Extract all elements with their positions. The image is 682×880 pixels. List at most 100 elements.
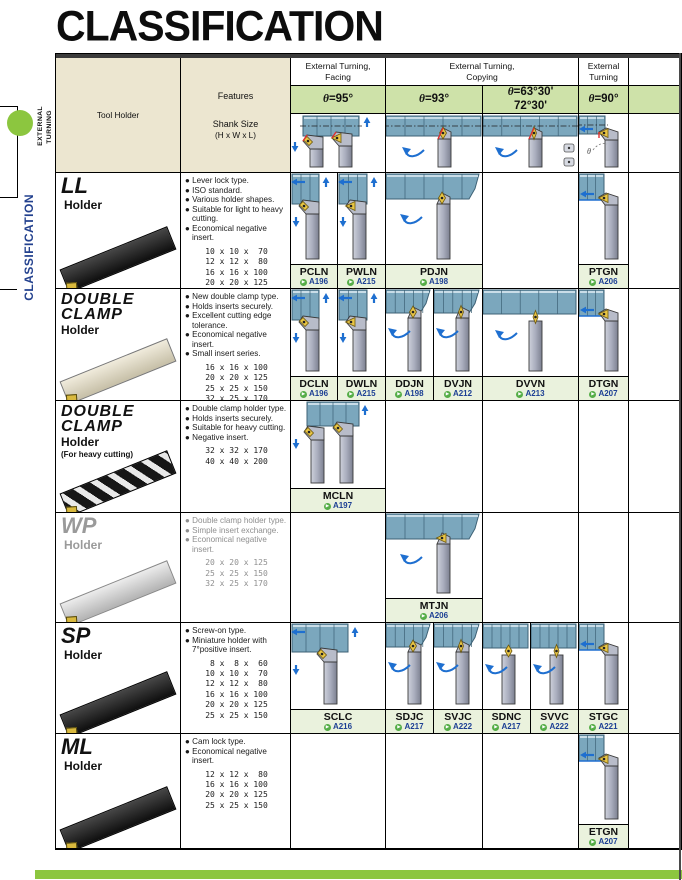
page-number-dvvn: A213: [525, 389, 545, 399]
features-cell-dch: ● Double clamp holder type.● Holds inser…: [181, 401, 291, 513]
page-number-svjc: A222: [452, 722, 473, 732]
page-ref-stgc[interactable]: ▶A221: [589, 723, 618, 731]
angle-header-1: θ=93°: [386, 86, 483, 114]
shank-sizes-dch: 32 x 32 x 170 40 x 40 x 200: [205, 446, 268, 466]
product-code-ddjn: DDJN: [395, 377, 424, 390]
page-ref-sclc[interactable]: ▶A216: [323, 722, 353, 732]
link-arrow-icon: ▶: [589, 723, 597, 731]
page-number-etgn: A207: [598, 837, 618, 847]
page-number-pwln: A215: [356, 277, 376, 287]
page-number-mcln: A197: [332, 501, 353, 511]
page-number-pdjn: A198: [428, 277, 449, 287]
product-strip-pwln: PWLN▶A215: [338, 264, 385, 288]
page-number-mtjn: A206: [428, 611, 449, 621]
page-ref-dvjn[interactable]: ▶A212: [443, 389, 473, 399]
product-strip-dvvn: DVVN▶A213: [483, 376, 578, 400]
insert-chip-icon: [65, 727, 78, 733]
page-ref-dvvn[interactable]: ▶A213: [516, 389, 545, 399]
product-strip-svvc: SVVC▶A222: [531, 709, 578, 733]
page-ref-sdjc[interactable]: ▶A217: [395, 723, 424, 731]
holder-photo-dc: [59, 338, 177, 400]
product-strip-etgn: ETGN▶A207: [579, 824, 628, 848]
product-code-mtjn: MTJN: [419, 599, 449, 612]
page-ref-ddjn[interactable]: ▶A198: [395, 390, 424, 398]
empty-cell-wp-0: [291, 513, 386, 623]
empty-cell-dch-0: [386, 401, 483, 513]
table-top-bar: [56, 54, 681, 58]
empty-cell-ll-1: [629, 173, 681, 289]
page-ref-pwln[interactable]: ▶A215: [347, 277, 376, 287]
product-cell-sclc: SCLC▶A216: [291, 623, 386, 734]
product-cell-sdnc: SDNC▶A217: [483, 623, 531, 734]
product-code-pwln: PWLN: [346, 265, 377, 278]
page-ref-svvc[interactable]: ▶A222: [540, 723, 569, 731]
product-code-svvc: SVVC: [540, 710, 569, 723]
product-cell-pcln: PCLN▶A196: [291, 173, 338, 289]
shank-size-header-label: Shank Size: [212, 118, 259, 129]
product-strip-pcln: PCLN▶A196: [291, 264, 337, 288]
page-ref-pdjn[interactable]: ▶A198: [419, 277, 449, 287]
product-strip-dvjn: DVJN▶A212: [434, 376, 482, 400]
page-ref-ptgn[interactable]: ▶A206: [589, 278, 618, 286]
diagram-stgc: [579, 623, 628, 711]
page-edge-line: [679, 53, 681, 880]
diagram-svvc: [531, 623, 578, 711]
holder-photo-ll: [59, 226, 177, 288]
product-code-mcln: MCLN: [322, 489, 354, 502]
margin-tab-line: [17, 106, 18, 198]
page-ref-etgn[interactable]: ▶A207: [589, 837, 618, 847]
page-ref-mtjn[interactable]: ▶A206: [419, 611, 449, 621]
page-ref-mcln[interactable]: ▶A197: [323, 501, 353, 511]
features-cell-ll: ● Lever lock type.● ISO standard.● Vario…: [181, 173, 291, 289]
page-ref-dtgn[interactable]: ▶A207: [589, 390, 618, 398]
link-arrow-icon: ▶: [540, 723, 548, 731]
shank-sizes-wp: 20 x 20 x 125 25 x 25 x 150 32 x 25 x 17…: [205, 558, 268, 588]
product-code-sdjc: SDJC: [395, 710, 424, 723]
product-code-sdnc: SDNC: [491, 710, 522, 723]
page-ref-svjc[interactable]: ▶A222: [443, 722, 473, 732]
product-cell-ddjn: DDJN▶A198: [386, 289, 434, 401]
insert-chip-icon: [65, 842, 78, 848]
product-strip-svjc: SVJC▶A222: [434, 709, 482, 733]
diagram-etgn: [579, 734, 628, 826]
insert-chip-icon: [65, 282, 78, 288]
page-number-dvjn: A212: [452, 389, 473, 399]
sidebar-classification-label: CLASSIFICATION: [22, 194, 36, 301]
product-code-dcln: DCLN: [299, 377, 329, 390]
product-cell-dvvn: DVVN▶A213: [483, 289, 579, 401]
product-cell-stgc: STGC▶A221: [579, 623, 629, 734]
product-cell-sdjc: SDJC▶A217: [386, 623, 434, 734]
page-ref-dcln[interactable]: ▶A196: [299, 389, 329, 399]
page-ref-pcln[interactable]: ▶A196: [299, 278, 328, 286]
product-strip-mcln: MCLN▶A197: [291, 488, 385, 512]
link-arrow-icon: ▶: [347, 390, 355, 398]
page-ref-dwln[interactable]: ▶A215: [347, 389, 376, 399]
features-list-ml: ● Cam lock type.● Economical negative in…: [185, 737, 268, 810]
product-strip-stgc: STGC▶A221: [579, 709, 628, 733]
page-number-dwln: A215: [356, 389, 376, 399]
empty-cell-ll-0: [483, 173, 579, 289]
page-number-sclc: A216: [332, 722, 353, 732]
product-cell-dcln: DCLN▶A196: [291, 289, 338, 401]
product-cell-svvc: SVVC▶A222: [531, 623, 579, 734]
empty-cell-dc-0: [629, 289, 681, 401]
empty-cell-sp-0: [629, 623, 681, 734]
header-diagram-2: [483, 114, 579, 173]
link-arrow-icon: ▶: [589, 390, 597, 398]
shank-sizes-dc: 16 x 16 x 100 20 x 20 x 125 25 x 25 x 15…: [205, 362, 268, 401]
page-number-dcln: A196: [308, 389, 329, 399]
link-arrow-icon: ▶: [589, 838, 597, 846]
page-ref-sdnc[interactable]: ▶A217: [492, 723, 521, 731]
diagram-sdnc: [483, 623, 530, 711]
empty-cell-ml-0: [291, 734, 386, 849]
